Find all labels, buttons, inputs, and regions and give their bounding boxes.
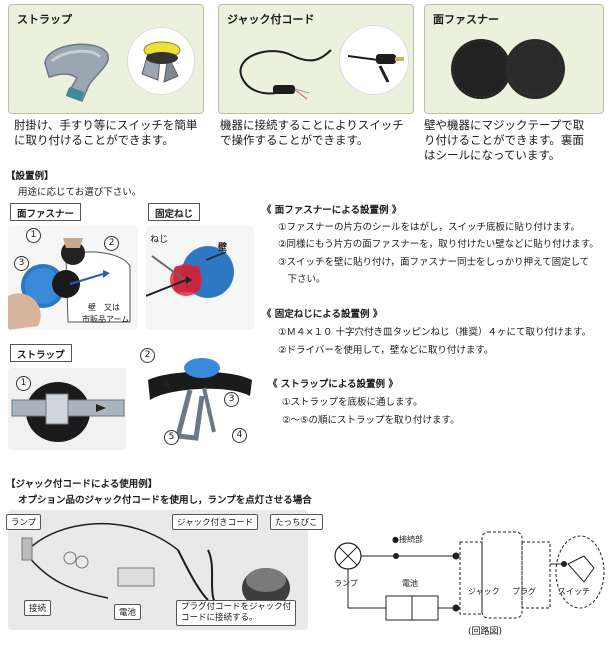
strap-step-3: 3: [224, 392, 239, 407]
tag-connect: 接続: [24, 600, 52, 616]
install-intro: 用途に応じてお選び下さい。: [18, 187, 142, 198]
screw-install-photo: ねじ 壁: [146, 226, 254, 330]
fastener-example-line: ③スイッチを壁に貼り付け，面ファスナー同士をしっかり押えて固定して: [278, 257, 590, 268]
tag-jack-cord: ジャック付きコード: [172, 514, 259, 530]
strap-example-line: ①ストラップを底板に通します。: [282, 397, 423, 408]
fastener-install-photo: 壁 又は 市販品アーム: [8, 226, 138, 330]
label-fastener: 面ファスナー: [10, 203, 82, 221]
screw-example-line: ①Ｍ４×１０ 十字穴付き皿タッピンねじ（推奨）４ヶにて取り付けます。: [278, 327, 592, 338]
jack-cord-description: 機器に接続することによりスイッチで操作することができます。: [220, 118, 404, 147]
wall-or-label: 壁 又は: [88, 303, 120, 312]
strap-description: 肘掛け、手すり等にスイッチを簡単に取り付けることができます。: [14, 118, 198, 147]
usage-heading: 【ジャック付コードによる使用例】: [6, 479, 158, 490]
tag-tacchi: たっちぴこ: [270, 514, 323, 530]
tag-plug-note: プラグ付コードをジャック付 コードに接続する。: [176, 600, 297, 626]
usage-intro: オプション品のジャック付コードを使用し，ランプを点灯させる場合: [18, 495, 312, 506]
tag-lamp: ランプ: [6, 514, 42, 530]
label-strap: ストラップ: [10, 344, 72, 362]
strap-step-2: 2: [140, 348, 155, 363]
fastener-description: 壁や機器にマジックテープで取り付けることができます。裏面はシールになっています。: [424, 118, 585, 162]
product-card-strap: ストラップ: [8, 4, 204, 114]
strap-example-title: 《 ストラップによる設置例 》: [268, 379, 398, 390]
fastener-example-line: ①ファスナーの片方のシールをはがし，スイッチ底板に貼り付けます。: [278, 222, 581, 233]
fastener-example-line: ②同様にもう片方の面ファスナーを，取り付けたい壁などに貼り付けます。: [278, 239, 599, 250]
circuit-lamp-label: ランプ: [334, 579, 358, 588]
strap-example-line: ②～⑤の順にストラップを取り付けます。: [282, 415, 460, 426]
install-heading: 【設置例】: [6, 171, 54, 182]
circuit-connect-label: ●接続部: [392, 535, 423, 544]
circuit-switch-label: スイッチ: [558, 587, 590, 596]
step-number-1: 1: [26, 228, 41, 243]
strap-step-1: 1: [16, 376, 31, 391]
circuit-jack-label: ジャック: [468, 587, 500, 596]
tag-battery: 電池: [114, 604, 142, 620]
jack-cord-photo: [239, 49, 332, 100]
fastener-example-title: 《 面ファスナーによる設置例 》: [262, 205, 402, 216]
screw-example-line: ②ドライバーを使用して，壁などに取り付けます。: [278, 345, 494, 356]
jack-round-photo: [339, 25, 409, 95]
card-title: ジャック付コード: [227, 13, 315, 26]
circuit-plug-label: プラグ: [512, 587, 536, 596]
wall-label: 壁: [218, 243, 228, 253]
strap-install-photo: [8, 368, 126, 450]
step-number-3: 3: [14, 256, 29, 271]
label-screw: 固定ねじ: [148, 203, 201, 221]
strap-round-photo: [127, 27, 195, 95]
step-number-2: 2: [104, 236, 119, 251]
arm-label: 市販品アーム: [82, 315, 130, 324]
screw-label: ねじ: [150, 235, 169, 245]
circuit-battery-label: 電池: [402, 579, 418, 588]
card-title: 面ファスナー: [433, 13, 499, 26]
fastener-photo: [451, 39, 565, 99]
product-card-fastener: 面ファスナー: [424, 4, 604, 114]
strap-photo: [44, 43, 110, 102]
fastener-example-line: 下さい。: [278, 274, 326, 285]
product-card-jack-cord: ジャック付コード: [218, 4, 414, 114]
card-title: ストラップ: [17, 13, 72, 26]
strap-step-5: 5: [164, 430, 179, 445]
screw-example-title: 《 固定ねじによる設置例 》: [262, 309, 383, 320]
strap-step-4: 4: [232, 428, 247, 443]
circuit-caption: (回路図): [468, 627, 503, 637]
circuit-diagram: ●接続部 ランプ 電池 ジャック プラグ スイッチ (回路図): [318, 512, 608, 640]
